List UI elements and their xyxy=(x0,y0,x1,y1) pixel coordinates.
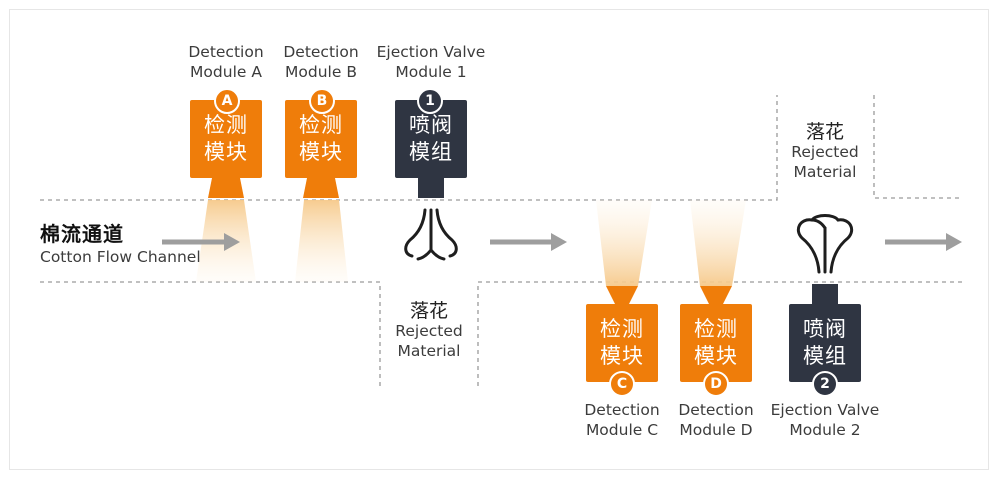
nozzle-c xyxy=(606,286,638,306)
module-a-caption: Detection Module A xyxy=(161,42,291,82)
channel-top-edge-right xyxy=(873,95,962,199)
badge-d: D xyxy=(703,371,729,397)
badge-c: C xyxy=(609,371,635,397)
rejected-2-title: 落花 xyxy=(805,121,844,143)
module-2-label: 喷阀模组 xyxy=(803,317,847,368)
badge-a: A xyxy=(214,88,240,114)
module-1-caption-line1: Ejection Valve xyxy=(376,43,486,61)
beam-c xyxy=(596,200,652,286)
air-spray-down-icon xyxy=(404,208,458,261)
rejected-2-line2: Material xyxy=(793,163,857,181)
module-1-caption: Ejection Valve Module 1 xyxy=(366,42,496,82)
module-d-label: 检测模块 xyxy=(694,317,738,368)
module-b-label: 检测模块 xyxy=(299,113,343,164)
module-d-caption-line1: Detection xyxy=(678,401,754,419)
channel-bottom-edge-left xyxy=(40,281,381,386)
rejected-2-line1: Rejected xyxy=(791,143,859,161)
badge-2: 2 xyxy=(812,371,838,397)
flow-arrow-2 xyxy=(490,233,567,251)
module-c-caption: Detection Module C xyxy=(557,400,687,440)
badge-1: 1 xyxy=(417,88,443,114)
module-d-caption: Detection Module D xyxy=(651,400,781,440)
channel-subtitle: Cotton Flow Channel xyxy=(40,248,201,266)
module-2-caption-line1: Ejection Valve xyxy=(770,401,880,419)
module-1-label: 喷阀模组 xyxy=(409,113,453,164)
module-b-caption: Detection Module B xyxy=(256,42,386,82)
module-b-caption-line2: Module B xyxy=(285,63,357,81)
module-2-caption-line2: Module 2 xyxy=(789,421,861,439)
nozzle-2 xyxy=(812,284,838,306)
badge-b: B xyxy=(309,88,335,114)
channel-bottom-edge-middle xyxy=(477,281,962,386)
detection-module-c: 检测模块 xyxy=(586,304,658,382)
nozzle-b xyxy=(303,178,339,198)
detection-module-d: 检测模块 xyxy=(680,304,752,382)
flow-arrow-3 xyxy=(885,233,962,251)
module-a-caption-line1: Detection xyxy=(188,43,264,61)
module-c-label: 检测模块 xyxy=(600,317,644,368)
channel-title: 棉流通道 xyxy=(40,222,124,246)
nozzle-a xyxy=(208,178,244,198)
air-spray-up-icon xyxy=(796,214,854,274)
rejected-1-subtitle: Rejected Material xyxy=(379,321,479,361)
ejection-valve-module-2: 喷阀模组 xyxy=(789,304,861,382)
module-1-caption-line2: Module 1 xyxy=(395,63,467,81)
flow-arrow-1 xyxy=(162,233,240,251)
module-c-caption-line1: Detection xyxy=(584,401,660,419)
rejected-1-line2: Material xyxy=(397,342,461,360)
nozzle-1 xyxy=(418,178,444,198)
module-a-caption-line2: Module A xyxy=(190,63,262,81)
module-b-caption-line1: Detection xyxy=(283,43,359,61)
rejected-2-subtitle: Rejected Material xyxy=(776,142,874,182)
ejection-valve-module-1: 喷阀模组 xyxy=(395,100,467,178)
module-a-label: 检测模块 xyxy=(204,113,248,164)
channel-top-edge-left xyxy=(40,95,778,201)
module-d-caption-line2: Module D xyxy=(679,421,753,439)
rejected-1-line1: Rejected xyxy=(395,322,463,340)
beam-d xyxy=(690,200,746,286)
rejected-1-title: 落花 xyxy=(409,300,448,322)
module-2-caption: Ejection Valve Module 2 xyxy=(760,400,890,440)
beam-b xyxy=(295,200,348,282)
module-c-caption-line2: Module C xyxy=(585,421,659,439)
nozzle-d xyxy=(700,286,732,306)
